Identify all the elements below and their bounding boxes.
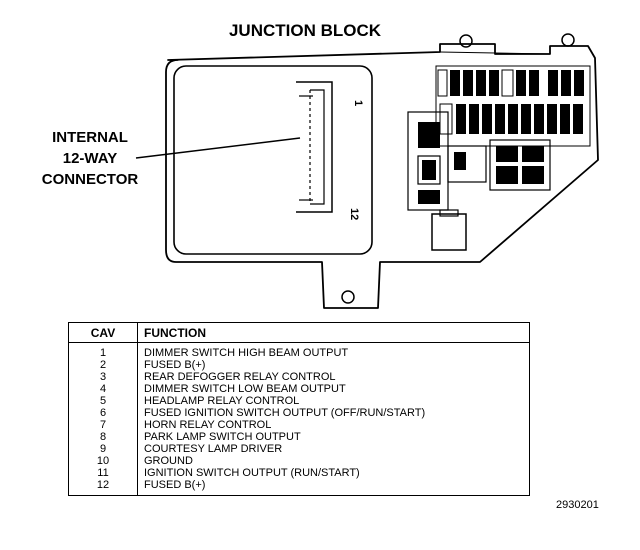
function-column-header: FUNCTION — [137, 322, 530, 343]
internal-connector-recess — [173, 65, 373, 255]
callout-leader-line — [135, 137, 301, 159]
cav-column-header: CAV — [68, 322, 138, 343]
cav-function: FUSED B(+) — [144, 359, 206, 371]
pin-12-label: 12 — [348, 208, 360, 220]
table-row: 7 HORN RELAY CONTROL — [68, 419, 530, 431]
cav-function: HEADLAMP RELAY CONTROL — [144, 395, 300, 407]
table-row: 1 DIMMER SWITCH HIGH BEAM OUTPUT — [68, 342, 530, 359]
junction-block-outline — [165, 43, 599, 309]
table-row: 5 HEADLAMP RELAY CONTROL — [68, 395, 530, 407]
cav-function: FUSED IGNITION SWITCH OUTPUT (OFF/RUN/ST… — [144, 407, 426, 419]
table-row: 9 COURTESY LAMP DRIVER — [68, 443, 530, 455]
cav-function: PARK LAMP SWITCH OUTPUT — [144, 431, 301, 443]
cav-function: HORN RELAY CONTROL — [144, 419, 272, 431]
table-header-row: CAV FUNCTION — [68, 322, 530, 343]
table-row: 4 DIMMER SWITCH LOW BEAM OUTPUT — [68, 383, 530, 395]
mount-tab-divider — [439, 51, 551, 55]
cav-number: 1 — [68, 342, 138, 359]
mounting-hole-top-left — [459, 34, 473, 48]
callout-line-3: CONNECTOR — [42, 171, 139, 188]
relay-area — [407, 111, 551, 251]
internal-12-way-connector — [296, 81, 333, 213]
mounting-hole-top-right — [561, 33, 575, 47]
cav-function: FUSED B(+) — [144, 479, 206, 491]
cav-number: 6 — [68, 407, 138, 419]
cav-function: COURTESY LAMP DRIVER — [144, 443, 283, 455]
fuse-cavity-grid — [435, 65, 591, 147]
cav-function: DIMMER SWITCH HIGH BEAM OUTPUT — [144, 347, 349, 359]
junction-block-diagram: JUNCTION BLOCK INTERNAL 12-WAY CONNECTOR… — [42, 21, 599, 309]
table-row: 6 FUSED IGNITION SWITCH OUTPUT (OFF/RUN/… — [68, 407, 530, 419]
mounting-hole-bottom — [341, 290, 355, 304]
cav-number: 8 — [68, 431, 138, 443]
table-row: 3 REAR DEFOGGER RELAY CONTROL — [68, 371, 530, 383]
cav-function: IGNITION SWITCH OUTPUT (RUN/START) — [144, 467, 360, 479]
cav-function: GROUND — [144, 455, 193, 467]
cav-number: 2 — [68, 359, 138, 371]
cav-function: DIMMER SWITCH LOW BEAM OUTPUT — [144, 383, 346, 395]
cav-number: 12 — [68, 479, 138, 496]
cav-number: 5 — [68, 395, 138, 407]
callout-line-1: INTERNAL — [52, 129, 128, 146]
table-row: 8 PARK LAMP SWITCH OUTPUT — [68, 431, 530, 443]
pin-1-label: 1 — [352, 100, 364, 106]
cav-number: 10 — [68, 455, 138, 467]
table-row: 12 FUSED B(+) — [68, 479, 530, 496]
table-row: 2 FUSED B(+) — [68, 359, 530, 371]
table-row: 11 IGNITION SWITCH OUTPUT (RUN/START) — [68, 467, 530, 479]
diagram-title: JUNCTION BLOCK — [229, 21, 382, 40]
cav-number: 4 — [68, 383, 138, 395]
cavity-function-table: CAV FUNCTION 1 DIMMER SWITCH HIGH BEAM O… — [68, 322, 530, 496]
cav-number: 3 — [68, 371, 138, 383]
table-row: 10 GROUND — [68, 455, 530, 467]
cav-number: 9 — [68, 443, 138, 455]
cav-number: 11 — [68, 467, 138, 479]
cav-number: 7 — [68, 419, 138, 431]
cav-function: REAR DEFOGGER RELAY CONTROL — [144, 371, 336, 383]
figure-id: 2930201 — [556, 499, 599, 511]
callout-line-2: 12-WAY — [63, 150, 117, 167]
